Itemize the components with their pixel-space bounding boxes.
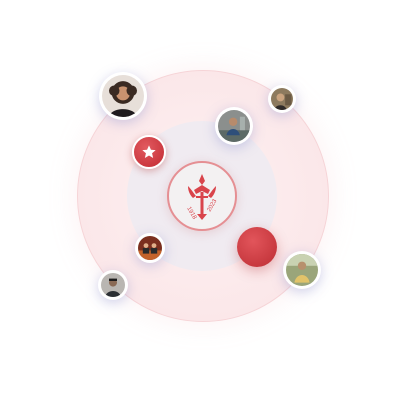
crest-emblem-icon: 1918 2023 [185, 174, 219, 221]
user-photo-icon [102, 75, 144, 117]
avatar-bottom-right-outdoor[interactable] [283, 251, 321, 289]
avatar-top-right-small[interactable] [268, 85, 296, 113]
user-photo-icon [286, 254, 318, 286]
user-photo-icon [138, 236, 162, 260]
user-photo-icon [271, 88, 293, 110]
center-logo[interactable]: 1918 2023 [167, 161, 237, 231]
avatar-workshop[interactable] [215, 107, 253, 145]
avatar-woman-curly-hair[interactable] [99, 72, 147, 120]
avatar-stage-group[interactable] [135, 233, 165, 263]
star-icon [142, 145, 156, 158]
star-badge-button[interactable] [132, 135, 166, 169]
logo-year-left: 1918 [185, 206, 197, 221]
user-photo-icon [101, 273, 125, 297]
user-photo-icon [218, 110, 250, 142]
red-dot-badge[interactable] [237, 227, 277, 267]
avatar-bottom-left-man[interactable] [98, 270, 128, 300]
logo-year-right: 2023 [207, 198, 219, 213]
